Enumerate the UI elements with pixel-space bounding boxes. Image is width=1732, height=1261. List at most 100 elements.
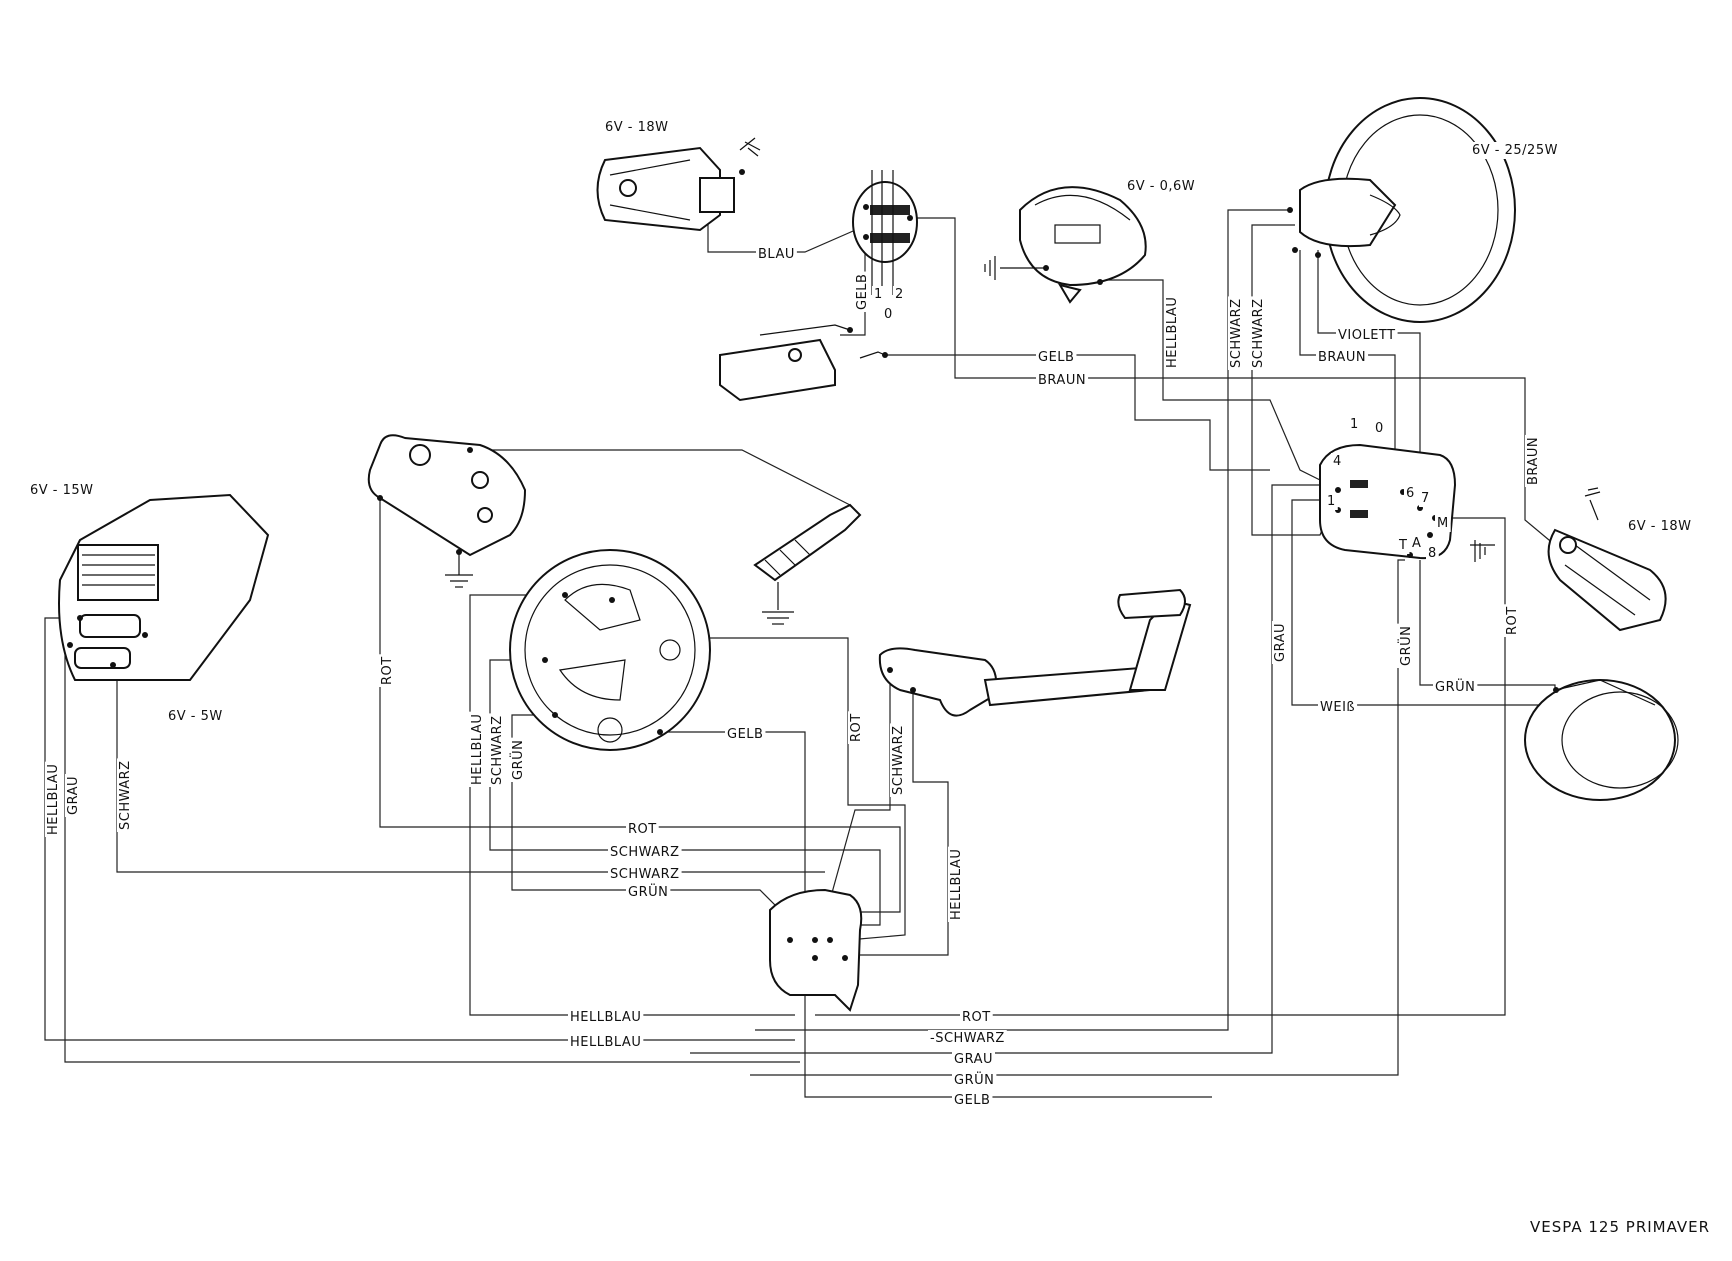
- wire-label-hellblau-speedo: HELLBLAU: [1165, 297, 1180, 368]
- wire-label-hellblau-tail: HELLBLAU: [46, 764, 61, 835]
- front-lamp: [1547, 487, 1667, 632]
- wire-label-schwarz-1: SCHWARZ: [1229, 298, 1244, 368]
- wire-label-rot-left: ROT: [380, 656, 395, 685]
- light-switch: [852, 170, 918, 295]
- label-backdrop: [568, 1034, 644, 1051]
- label-backdrop: [890, 723, 907, 797]
- wire-label-schwarz-brake: SCHWARZ: [891, 725, 906, 795]
- main-switch-pin-8: 8: [1428, 546, 1437, 561]
- label-backdrop: [45, 761, 62, 837]
- stop-lamp-rating: 6V - 5W: [168, 709, 223, 724]
- tail-lamp-lens: [82, 554, 155, 586]
- wire-label-braun-top: BRAUN: [1038, 373, 1086, 388]
- top-lamp-rating: 6V - 18W: [605, 120, 669, 135]
- main-switch-pin-m: M: [1437, 516, 1449, 531]
- main-switch-mark-1: 1: [1350, 417, 1359, 432]
- label-backdrop: [1396, 623, 1415, 668]
- label-backdrop: [1525, 434, 1542, 487]
- wire-label-schwarz-v: SCHWARZ: [490, 715, 505, 785]
- headlamp: [1287, 97, 1516, 323]
- label-backdrop: [1373, 420, 1386, 437]
- label-backdrop: [608, 844, 682, 861]
- wire-label-rot-right: ROT: [1505, 606, 1520, 635]
- switch-mark-0: 0: [884, 307, 893, 322]
- brake-pedal: [878, 588, 1192, 717]
- spark-plug: [753, 503, 862, 625]
- label-backdrop: [626, 882, 671, 901]
- wire-label-rot-stator: ROT: [849, 713, 864, 742]
- label-backdrop: [1164, 294, 1181, 370]
- wire-label-schwarz-tail: SCHWARZ: [118, 760, 133, 830]
- tail-lamp: [58, 493, 270, 681]
- wire-label-gruen-mid: GRÜN: [1397, 626, 1414, 666]
- label-backdrop: [489, 713, 506, 787]
- ignition-coil: [367, 434, 527, 588]
- wire-label-grau-tail: GRAU: [66, 776, 81, 815]
- wire-label-gruen-b: GRÜN: [954, 1071, 994, 1088]
- wire-label-hellblau-h1: HELLBLAU: [570, 1010, 641, 1025]
- wire-label-rot-h: ROT: [628, 822, 657, 837]
- stator-plate: [509, 549, 711, 751]
- wire-label-schwarz-2: SCHWARZ: [1251, 298, 1266, 368]
- main-switch-pin-t: T: [1398, 538, 1407, 553]
- wire-label-hellblau-v: HELLBLAU: [470, 714, 485, 785]
- label-backdrop: [117, 758, 134, 832]
- label-backdrop: [1316, 349, 1369, 366]
- label-backdrop: [882, 306, 895, 323]
- label-backdrop: [608, 866, 682, 883]
- label-backdrop: [1228, 296, 1245, 370]
- main-switch-pin-1: 1: [1327, 494, 1336, 509]
- label-backdrop: [1336, 327, 1398, 344]
- wire-label-schwarz-h2: SCHWARZ: [610, 867, 680, 882]
- label-backdrop: [948, 846, 965, 922]
- label-backdrop: [568, 1009, 644, 1026]
- wire-label-rot-b: ROT: [962, 1010, 991, 1025]
- top-lamp: [596, 146, 745, 232]
- junction-box: [769, 888, 863, 1012]
- label-backdrop: [952, 1070, 997, 1089]
- label-backdrop: [1435, 515, 1451, 532]
- label-backdrop: [166, 708, 225, 725]
- main-switch-pin-6: 6: [1406, 486, 1415, 501]
- label-backdrop: [1348, 416, 1361, 433]
- label-backdrop: [1272, 621, 1289, 664]
- main-switch-pin-a: A: [1412, 536, 1421, 551]
- wire-label-grau-mid: GRAU: [1273, 623, 1288, 662]
- wire-label-gruen-v: GRÜN: [509, 740, 526, 780]
- label-backdrop: [1504, 604, 1521, 637]
- switch-gelb-label: GELB: [855, 274, 870, 310]
- label-backdrop: [1528, 1217, 1713, 1237]
- tail-lamp-rating: 6V - 15W: [30, 483, 94, 498]
- switch-mark-1: 1: [874, 287, 883, 302]
- label-backdrop: [1250, 296, 1267, 370]
- label-backdrop: [603, 119, 671, 136]
- horn: [1524, 679, 1679, 801]
- label-backdrop: [952, 1051, 995, 1068]
- label-backdrop: [1404, 485, 1417, 502]
- label-backdrop: [952, 1092, 993, 1109]
- label-backdrop: [1125, 178, 1198, 195]
- wire-label-hellblau-h2: HELLBLAU: [570, 1035, 641, 1050]
- label-backdrop: [626, 821, 659, 838]
- label-backdrop: [1470, 142, 1560, 159]
- label-backdrop: [1325, 493, 1338, 510]
- footer-title: VESPA 125 PRIMAVER: [1530, 1218, 1710, 1236]
- label-backdrop: [928, 1030, 1007, 1047]
- wire-label-gelb-stator: GELB: [727, 727, 763, 742]
- label-backdrop: [1318, 699, 1358, 716]
- wire-label-gruen-h: GRÜN: [628, 883, 668, 900]
- label-backdrop: [379, 654, 396, 687]
- main-switch-pin-4: 4: [1333, 454, 1342, 469]
- connector-block: [719, 324, 888, 402]
- label-backdrop: [756, 246, 797, 263]
- speedometer-rating: 6V - 0,6W: [1127, 179, 1195, 194]
- wire-label-schwarz-h1: SCHWARZ: [610, 845, 680, 860]
- label-backdrop: [65, 774, 82, 817]
- wire-label-violett: VIOLETT: [1338, 328, 1396, 343]
- ground-symbol: [1470, 540, 1495, 562]
- wire-label-gelb-top: GELB: [1038, 350, 1074, 365]
- switch-mark-2: 2: [895, 287, 904, 302]
- wire-label-braun-right: BRAUN: [1526, 437, 1541, 485]
- label-backdrop: [1626, 518, 1694, 535]
